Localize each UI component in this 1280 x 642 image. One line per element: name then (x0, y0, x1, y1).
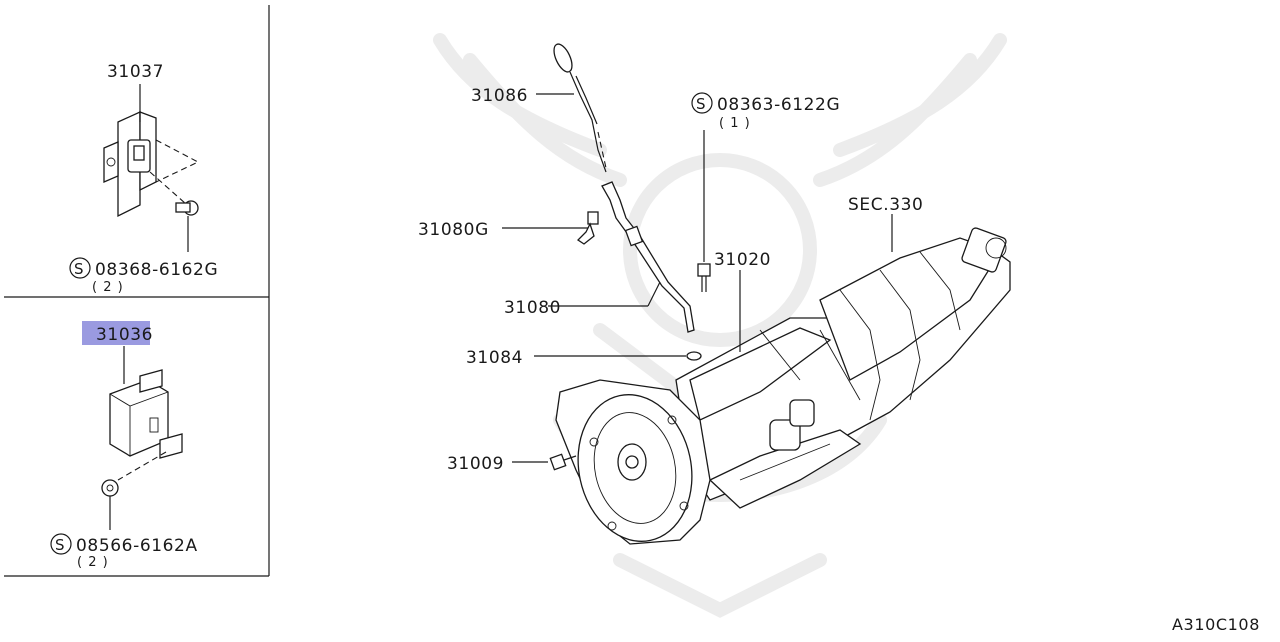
callout-highlight (82, 321, 150, 345)
s-symbol-text: S (74, 260, 84, 278)
callout-31086: 31086 (471, 86, 528, 106)
transmission-assembly-31020 (555, 214, 1011, 545)
fastener-part-08566: 08566-6162A (76, 536, 198, 556)
control-unit-31036 (101, 346, 183, 530)
bolt-08363 (697, 130, 711, 292)
callout-31084: 31084 (466, 348, 523, 368)
fastener-qty-08368: ( 2 ) (92, 280, 124, 295)
o-ring-31084 (534, 351, 702, 361)
fastener-part-08363: 08363-6122G (717, 95, 840, 115)
callout-31009: 31009 (447, 454, 504, 474)
bracket-assembly-31037 (103, 84, 200, 252)
callout-31080: 31080 (504, 298, 561, 318)
s-symbol-text: S (696, 95, 706, 113)
fastener-qty-08566: ( 2 ) (77, 555, 109, 570)
callout-sec330: SEC.330 (848, 195, 923, 215)
callout-31080g: 31080G (418, 220, 489, 240)
callout-31036: 31036 (96, 325, 153, 345)
s-bolt-symbol: S (69, 257, 91, 279)
fastener-part-08368: 08368-6162G (95, 260, 218, 280)
filler-tube-31080 (548, 181, 695, 333)
callout-31037: 31037 (107, 62, 164, 82)
clip-31080g (502, 211, 599, 245)
panel-frame (4, 5, 270, 577)
fastener-qty-08363: ( 1 ) (719, 116, 751, 131)
callout-31020: 31020 (714, 250, 771, 270)
dipstick-31086 (536, 43, 607, 173)
bolt-31009 (512, 453, 577, 471)
s-symbol-text: S (55, 536, 65, 554)
diagram-code: A310C108 (1172, 615, 1260, 634)
s-bolt-symbol: S (50, 533, 72, 555)
s-bolt-symbol: S (691, 92, 713, 114)
